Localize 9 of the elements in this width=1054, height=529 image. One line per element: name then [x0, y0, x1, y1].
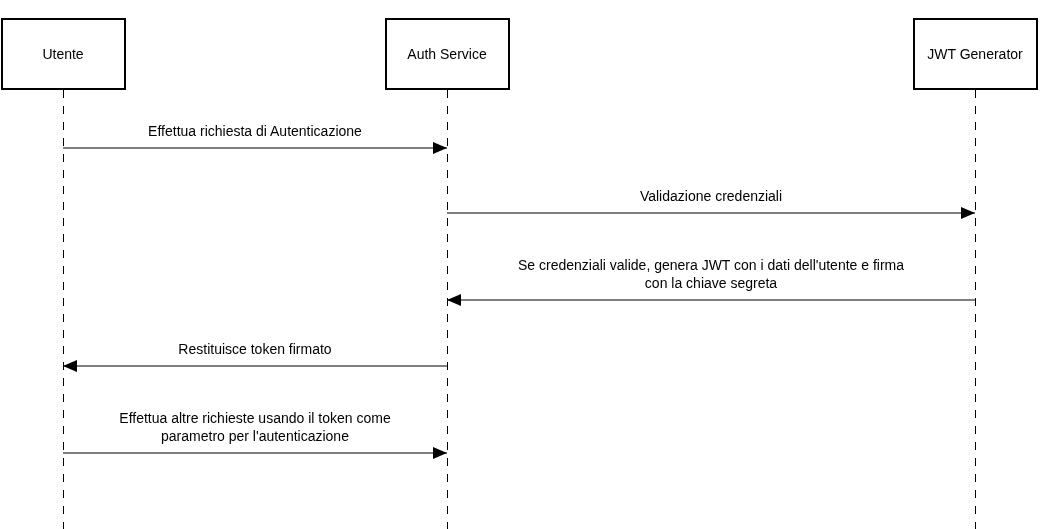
arrow — [62, 142, 448, 154]
arrow — [446, 294, 976, 306]
arrow — [62, 447, 448, 459]
arrow — [446, 207, 976, 219]
participant-box: Auth Service — [384, 18, 510, 90]
edge-label: Se credenziali valide, genera JWT con i dati dell'utente e firma con la chiave segreta — [516, 256, 906, 292]
arrow — [62, 360, 448, 372]
participant-box: JWT Generator — [912, 18, 1038, 90]
participant-box: Utente — [0, 18, 126, 90]
